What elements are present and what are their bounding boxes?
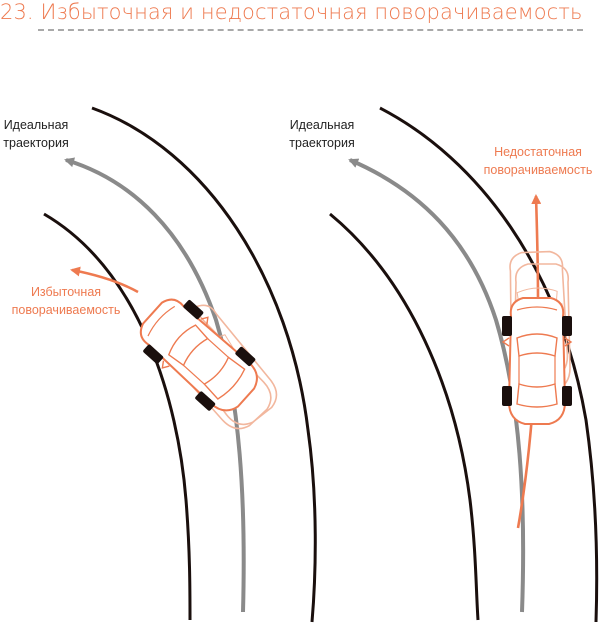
understeer-car-icon	[501, 297, 573, 425]
oversteer-label: Избыточная поворачиваемость	[11, 285, 121, 317]
ideal-path-label-right: Идеальная траектория	[289, 118, 355, 150]
right-road-inner-edge	[329, 212, 480, 621]
right-road-outer-edge	[379, 106, 599, 623]
title-divider	[38, 29, 583, 31]
left-ideal-path	[64, 157, 246, 613]
oversteer-arrow	[70, 266, 139, 294]
left-road-inner-edge	[43, 212, 192, 621]
ideal-path-label-left: Идеальная траектория	[3, 118, 69, 150]
oversteer-car-icon	[128, 286, 271, 425]
understeer-label: Недостаточная поворачиваемость	[483, 145, 593, 177]
left-road-outer-edge	[91, 106, 317, 623]
page-title: 23. Избыточная и недостаточная поворачив…	[0, 0, 583, 24]
right-ideal-path	[348, 158, 526, 613]
